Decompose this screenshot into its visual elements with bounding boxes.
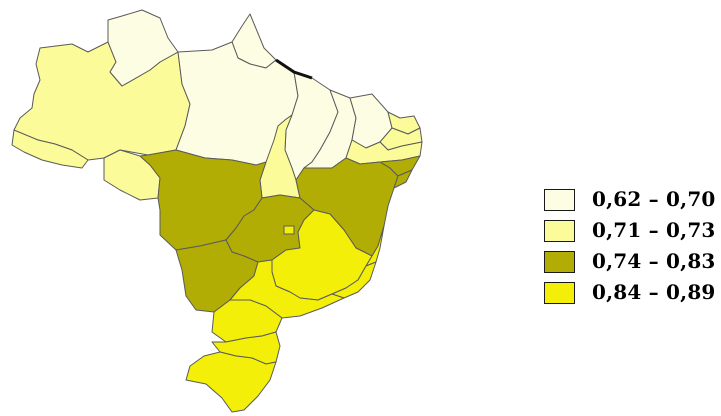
map-legend: 0,62 – 0,70 0,71 – 0,73 0,74 – 0,83 0,84… [544,186,719,310]
region-sergipe [393,169,413,189]
legend-label: 0,71 – 0,73 [592,218,716,242]
legend-swatch [544,220,575,242]
legend-label: 0,84 – 0,89 [592,280,716,304]
legend-swatch [544,282,575,304]
region-distrito-federal [283,225,295,235]
legend-item: 0,84 – 0,89 [544,279,719,310]
region-rio-grande-do-sul [185,351,277,413]
legend-label: 0,62 – 0,70 [592,187,716,211]
coastline-north [275,58,313,80]
legend-item: 0,74 – 0,83 [544,248,719,279]
legend-swatch [544,189,575,211]
legend-item: 0,62 – 0,70 [544,186,719,217]
legend-item: 0,71 – 0,73 [544,217,719,248]
region-roraima [107,9,179,87]
legend-label: 0,74 – 0,83 [592,249,716,273]
region-acre [11,129,89,169]
legend-swatch [544,251,575,273]
